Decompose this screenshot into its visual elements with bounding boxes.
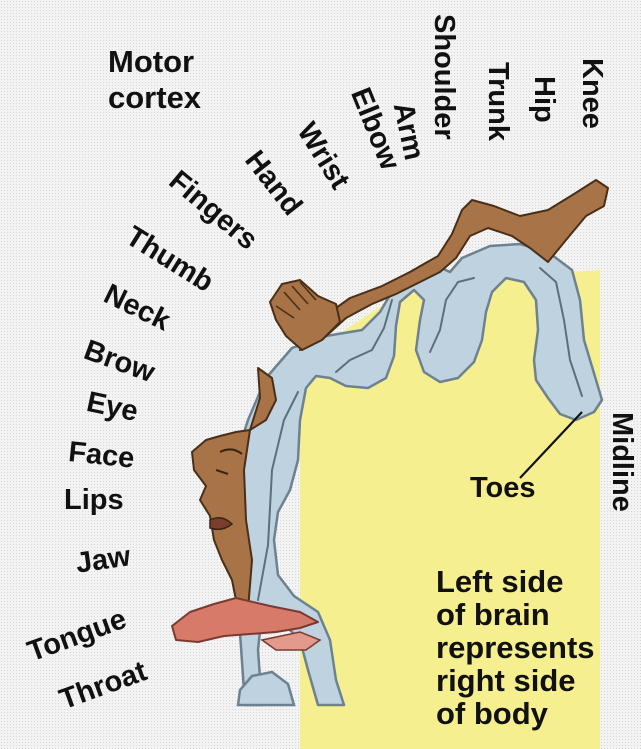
- label-lips: Lips: [64, 486, 124, 515]
- caption-line: right side: [436, 664, 595, 697]
- diagram-title: Motor cortex: [108, 44, 201, 116]
- label-knee: Knee: [577, 58, 606, 129]
- label-toes: Toes: [470, 474, 536, 503]
- title-line: Motor: [108, 44, 201, 80]
- label-trunk: Trunk: [483, 62, 512, 141]
- caption: Left side of brain represents right side…: [436, 565, 595, 730]
- caption-line: represents: [436, 631, 595, 664]
- label-hip: Hip: [529, 76, 558, 123]
- caption-line: Left side: [436, 565, 595, 598]
- caption-line: of body: [436, 697, 595, 730]
- label-face: Face: [67, 438, 136, 474]
- label-jaw: Jaw: [74, 542, 132, 578]
- label-midline: Midline: [607, 412, 636, 512]
- label-shoulder: Shoulder: [429, 14, 458, 140]
- title-line: cortex: [108, 80, 201, 116]
- caption-line: of brain: [436, 598, 595, 631]
